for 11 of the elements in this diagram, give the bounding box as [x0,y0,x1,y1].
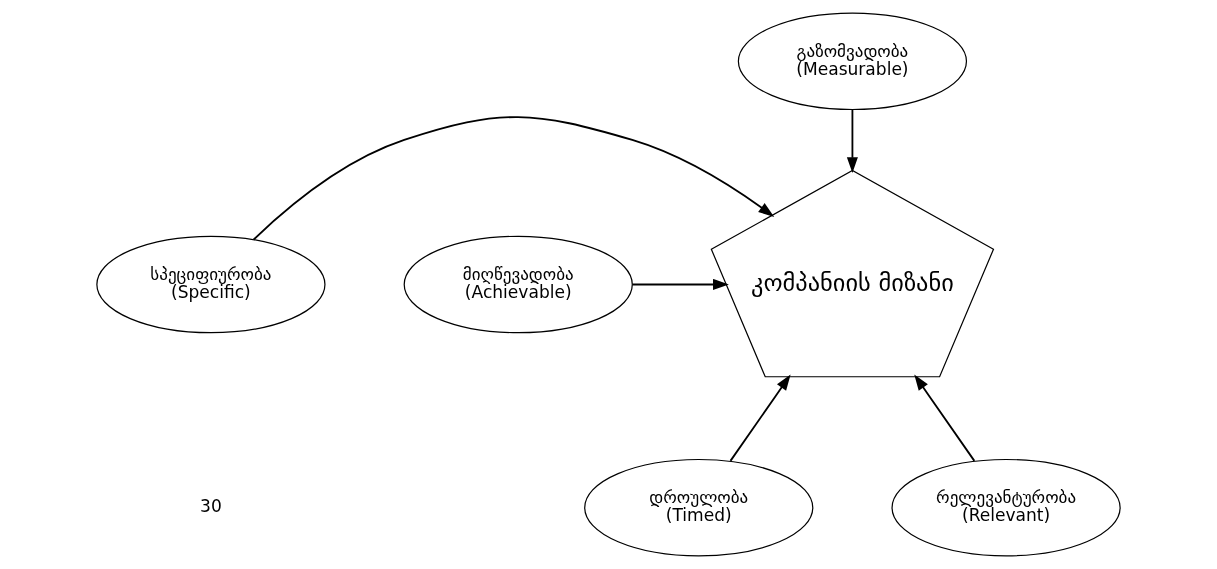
label: 30 [200,496,222,517]
arrow [252,116,775,241]
node-ellipse: რელევანტურობა (Relevant) [891,458,1121,557]
node-ellipse: სპეციფიურობა (Specific) [96,235,326,334]
node-ellipse: გაზომვადობა (Measurable) [737,12,968,111]
arrow [729,374,791,462]
arrow [914,374,976,462]
node-ellipse: მიღწევადობა (Achievable) [403,235,633,334]
arrow [631,278,729,291]
node-ellipse: დროულობა (Timed) [584,458,814,557]
arrow [846,108,858,173]
